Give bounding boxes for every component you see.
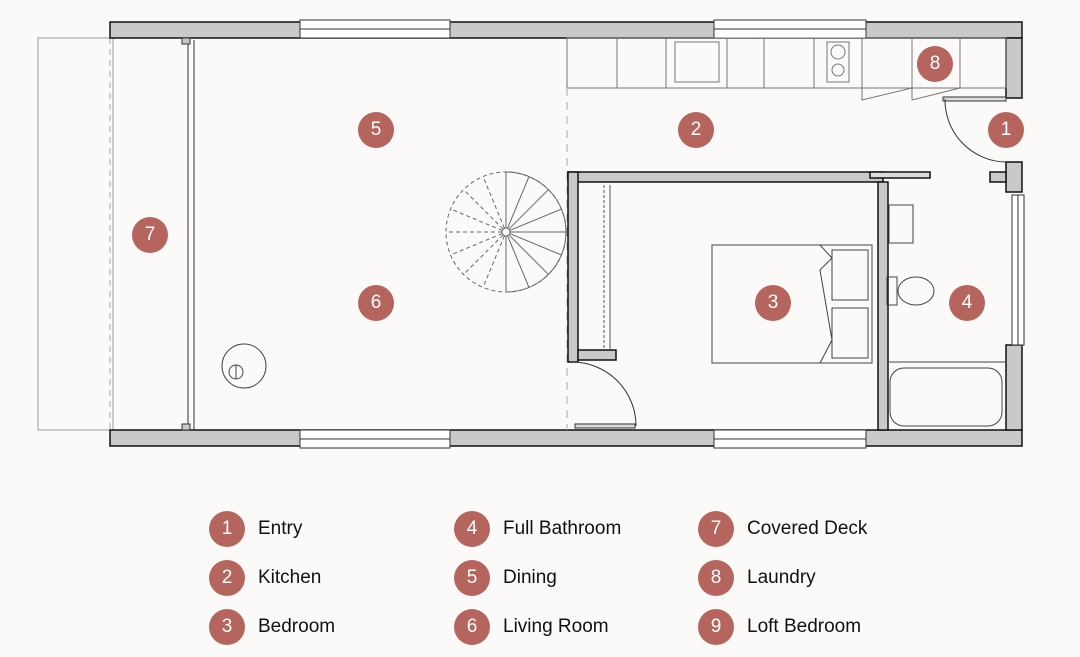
bathroom-sink-icon bbox=[888, 204, 914, 244]
spiral-staircase bbox=[445, 171, 567, 293]
legend-marker: 3 bbox=[209, 609, 245, 645]
room-marker-full-bathroom: 4 bbox=[949, 285, 985, 321]
legend-label: Loft Bedroom bbox=[747, 616, 862, 637]
room-marker-dining: 5 bbox=[358, 112, 394, 148]
sink-icon bbox=[674, 41, 720, 83]
legend-item-bedroom: 3 Bedroom bbox=[209, 609, 335, 645]
stair-tread bbox=[507, 176, 530, 229]
sliding-glass-doors bbox=[181, 37, 195, 431]
closet bbox=[603, 185, 611, 350]
legend-label: Dining bbox=[503, 567, 557, 588]
legend-label: Full Bathroom bbox=[503, 518, 622, 539]
stair-tread bbox=[450, 233, 503, 256]
legend-item-living-room: 6 Living Room bbox=[454, 609, 609, 645]
legend-item-entry: 1 Entry bbox=[209, 511, 302, 547]
room-marker-bedroom: 3 bbox=[755, 285, 791, 321]
stair-tread bbox=[463, 189, 504, 230]
stair-tread bbox=[450, 208, 503, 231]
stair-tread bbox=[509, 233, 562, 256]
legend-item-covered-deck: 7 Covered Deck bbox=[698, 511, 867, 547]
legend-item-laundry: 8 Laundry bbox=[698, 560, 816, 596]
legend-marker: 5 bbox=[454, 560, 490, 596]
legend-marker: 8 bbox=[698, 560, 734, 596]
bathroom-fixtures bbox=[886, 204, 1006, 427]
stair-tread bbox=[508, 189, 549, 230]
legend-marker: 7 bbox=[698, 511, 734, 547]
room-marker-covered-deck: 7 bbox=[132, 217, 168, 253]
legend-item-kitchen: 2 Kitchen bbox=[209, 560, 321, 596]
legend-item-loft-bedroom: 9 Loft Bedroom bbox=[698, 609, 861, 645]
toilet-icon bbox=[897, 276, 935, 306]
bedroom-door bbox=[571, 361, 637, 429]
bed bbox=[711, 244, 873, 364]
cooktop-icon bbox=[830, 44, 846, 60]
room-marker-laundry: 8 bbox=[917, 46, 953, 82]
legend-marker: 6 bbox=[454, 609, 490, 645]
entry-door bbox=[942, 96, 1007, 163]
legend-label: Covered Deck bbox=[747, 518, 868, 539]
legend-label: Entry bbox=[258, 518, 303, 539]
wood-stove-icon bbox=[221, 343, 267, 389]
legend-marker: 4 bbox=[454, 511, 490, 547]
legend-marker: 9 bbox=[698, 609, 734, 645]
legend-item-full-bathroom: 4 Full Bathroom bbox=[454, 511, 621, 547]
stair-tread bbox=[482, 176, 505, 229]
room-marker-entry: 1 bbox=[988, 112, 1024, 148]
legend-marker: 1 bbox=[209, 511, 245, 547]
room-marker-kitchen: 2 bbox=[678, 112, 714, 148]
kitchen-counter bbox=[566, 37, 1007, 101]
covered-deck-area bbox=[37, 37, 114, 431]
legend-label: Laundry bbox=[747, 567, 816, 588]
stair-tread bbox=[509, 208, 562, 231]
legend-label: Kitchen bbox=[258, 567, 322, 588]
legend-item-dining: 5 Dining bbox=[454, 560, 557, 596]
legend-label: Bedroom bbox=[258, 616, 336, 637]
windows bbox=[299, 19, 1025, 449]
stair-tread bbox=[507, 235, 530, 288]
stair-tread bbox=[508, 234, 549, 275]
room-marker-living-room: 6 bbox=[358, 285, 394, 321]
stair-tread bbox=[482, 235, 505, 288]
legend-label: Living Room bbox=[503, 616, 609, 637]
bathtub-icon bbox=[889, 367, 1003, 427]
stair-tread bbox=[463, 234, 504, 275]
legend-marker: 2 bbox=[209, 560, 245, 596]
